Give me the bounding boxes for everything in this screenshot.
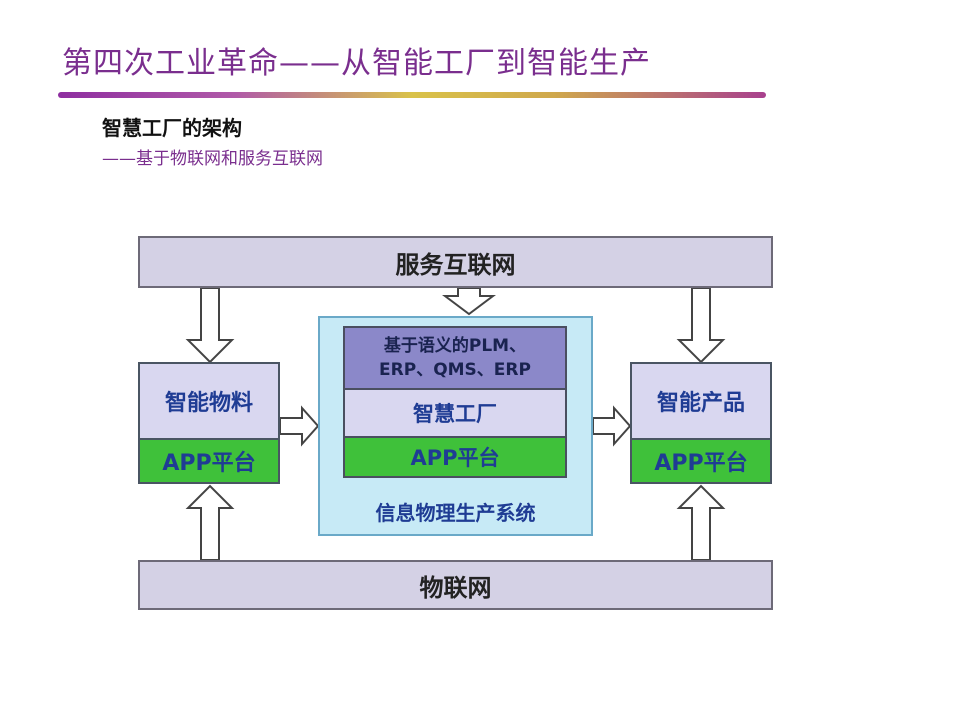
semantic-line-1: 基于语义的PLM、 [383,336,527,356]
arrow-down-left-top [185,287,235,364]
semantic-line-2: ERP、QMS、ERP [379,360,531,380]
smart-factory-box: 智慧工厂 [343,388,567,438]
arrow-up-left-bottom [185,484,235,561]
smart-material-box: 智能物料 [138,362,280,440]
arrow-down-center-top [442,287,496,316]
section-subheading: ——基于物联网和服务互联网 [102,149,323,169]
arrow-down-right-top [676,287,726,364]
semantic-plm-erp-box: 基于语义的PLM、 ERP、QMS、ERP [343,326,567,390]
iot-band: 物联网 [138,560,773,610]
arrow-right-center-right [592,405,632,447]
slide-title: 第四次工业革命——从智能工厂到智能生产 [62,46,651,81]
smart-product-box: 智能产品 [630,362,772,440]
arrow-right-left-center [279,405,320,447]
service-internet-band: 服务互联网 [138,236,773,288]
section-heading: 智慧工厂的架构 [102,116,242,140]
center-app-platform-box: APP平台 [343,436,567,478]
title-divider [58,92,766,98]
cpps-label: 信息物理生产系统 [375,501,536,525]
right-app-platform-box: APP平台 [630,438,772,484]
arrow-up-right-bottom [676,484,726,561]
left-app-platform-box: APP平台 [138,438,280,484]
